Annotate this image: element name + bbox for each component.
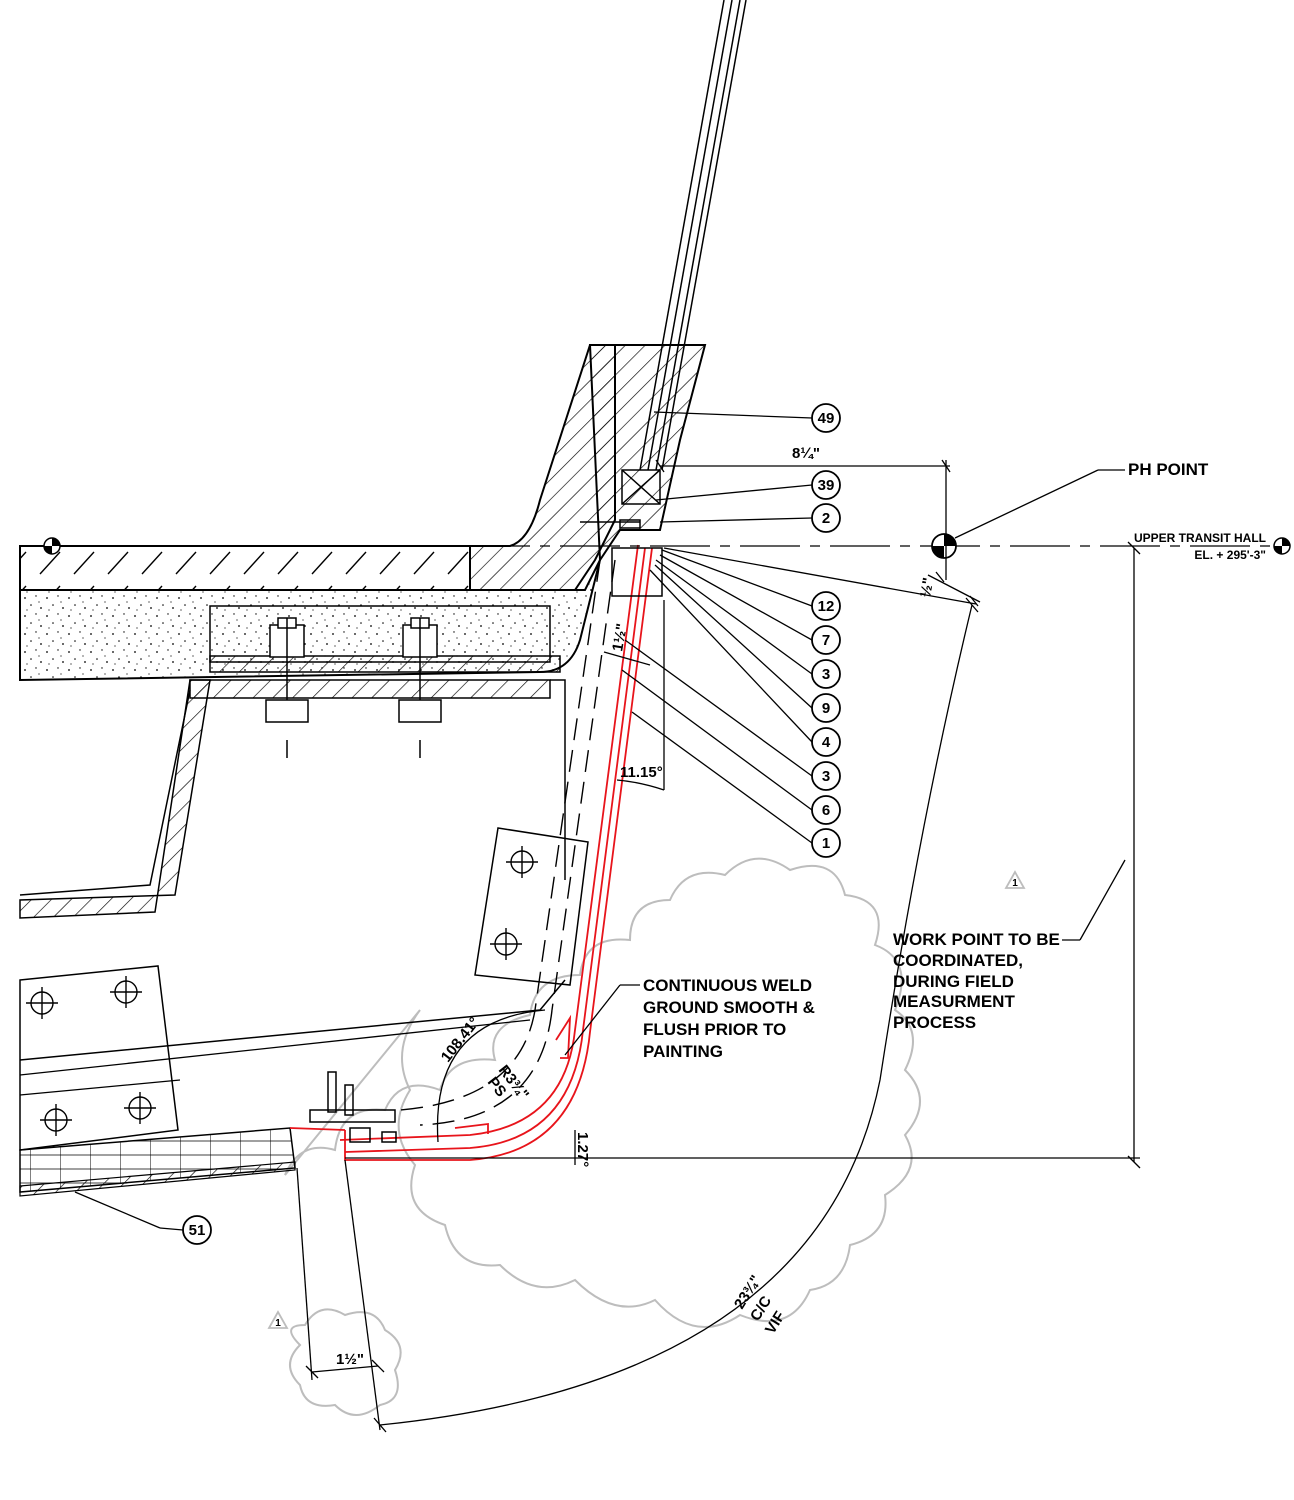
dim-one-half-upper: 1½" (609, 622, 631, 652)
svg-text:3: 3 (822, 666, 830, 683)
beam-web-hatched (19, 679, 211, 919)
svg-text:9: 9 (822, 700, 830, 717)
revision-delta-2: 1 (267, 1310, 289, 1329)
callout-4: 4 (811, 727, 841, 757)
svg-text:12: 12 (818, 598, 835, 615)
dim-bottom-offset: 1½" (336, 1351, 364, 1368)
beam-outline (19, 679, 566, 1061)
steel-plate-hatched (209, 655, 561, 673)
svg-text:2: 2 (822, 510, 830, 527)
svg-text:1: 1 (1012, 878, 1018, 889)
lower-connection-plate (19, 965, 179, 1151)
level-target-left (43, 537, 61, 555)
gusset-bolt-holes (490, 846, 538, 960)
callout-49: 49 (811, 403, 841, 433)
level-target-right (1273, 537, 1291, 555)
svg-text:4: 4 (822, 734, 831, 751)
concrete-upstand-column (588, 344, 707, 564)
lower-bolt-holes (26, 976, 156, 1136)
svg-text:COORDINATED,: COORDINATED, (893, 951, 1023, 970)
anchor-bolt-1 (265, 617, 309, 758)
callout-39: 39 (811, 470, 841, 500)
gusset-plate (474, 827, 589, 986)
dim-angle-1115: 11.15° (620, 764, 663, 781)
beam-bottom-lines (19, 1019, 531, 1096)
glazing-shoe (580, 469, 663, 597)
dim-half-inch: ½" (917, 576, 937, 598)
callout-6: 6 (811, 795, 841, 825)
svg-text:DURING FIELD: DURING FIELD (893, 972, 1014, 991)
level-elevation-label: EL. + 295'-3" (1194, 548, 1266, 562)
callout-1: 1 (811, 828, 841, 858)
revision-cloud-large (284, 857, 921, 1328)
work-point-note: WORK POINT TO BE COORDINATED, DURING FIE… (893, 930, 1060, 1032)
level-name-label: UPPER TRANSIT HALL (1134, 531, 1266, 545)
weld-note: CONTINUOUS WELD GROUND SMOOTH & FLUSH PR… (643, 976, 815, 1061)
callout-2: 2 (811, 503, 841, 533)
svg-text:FLUSH PRIOR TO: FLUSH PRIOR TO (643, 1020, 786, 1039)
svg-text:1: 1 (275, 1318, 281, 1329)
dim-angle-127: 1.27° (574, 1132, 591, 1167)
callout-3a: 3 (811, 659, 841, 689)
bent-plate-profile (289, 544, 653, 1161)
bottom-anchor (309, 1071, 397, 1143)
svg-text:3: 3 (822, 768, 830, 785)
svg-text:PAINTING: PAINTING (643, 1042, 723, 1061)
svg-text:51: 51 (189, 1222, 206, 1239)
svg-text:6: 6 (822, 802, 830, 819)
revision-cloud-small (289, 1308, 402, 1416)
leader-lines (74, 411, 1126, 1231)
svg-text:CONTINUOUS WELD: CONTINUOUS WELD (643, 976, 812, 995)
svg-text:MEASURMENT: MEASURMENT (893, 992, 1015, 1011)
grating-edge-hatched (19, 1161, 296, 1197)
anchor-bolt-2 (398, 617, 442, 758)
dim-top-offset: 8¼" (792, 445, 820, 462)
revision-delta-1: 1 (1004, 870, 1026, 889)
concrete-upstand-hatched (469, 344, 616, 591)
dimension-lines (296, 459, 1141, 1433)
callout-7: 7 (811, 625, 841, 655)
callout-9: 9 (811, 693, 841, 723)
svg-text:39: 39 (818, 477, 835, 494)
svg-text:WORK POINT TO BE: WORK POINT TO BE (893, 930, 1060, 949)
svg-text:GROUND SMOOTH &: GROUND SMOOTH & (643, 998, 815, 1017)
callout-51: 51 (182, 1215, 212, 1245)
svg-text:49: 49 (818, 410, 835, 427)
concrete-slab-hatched (19, 545, 471, 591)
svg-text:1: 1 (822, 835, 830, 852)
ph-point-label: PH POINT (1128, 460, 1209, 479)
svg-text:7: 7 (822, 632, 830, 649)
svg-text:PROCESS: PROCESS (893, 1013, 976, 1032)
callout-12: 12 (811, 591, 841, 621)
dashed-frame-lines (399, 559, 616, 1126)
callout-3b: 3 (811, 761, 841, 791)
beam-top-flange (189, 679, 551, 699)
ph-point-symbol (931, 533, 957, 559)
dim-angle-10841: 108.41° (438, 1014, 483, 1065)
